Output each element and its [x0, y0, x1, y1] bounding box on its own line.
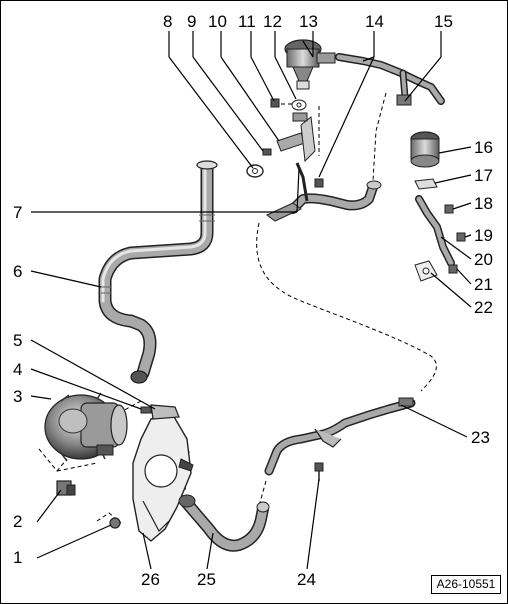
gasket-8 [246, 164, 264, 178]
dashed-connection-lines [38, 92, 437, 524]
bolt-4 [140, 406, 152, 414]
pipe-20 [415, 195, 455, 267]
bolt-19 [456, 232, 466, 242]
top-label-stubs [168, 31, 442, 57]
bracket-5 [150, 404, 180, 420]
callout-16: 16 [474, 138, 493, 157]
callout-6: 6 [13, 262, 22, 281]
callout-18: 18 [474, 194, 493, 213]
callout-14: 14 [365, 12, 384, 31]
combination-valve-13 [284, 39, 336, 90]
vacuum-hose-15 [335, 53, 445, 106]
bolt-9 [262, 148, 272, 156]
callout-13: 13 [299, 12, 318, 31]
valve-bracket-10 [276, 116, 316, 163]
callout-12: 12 [263, 12, 282, 31]
nut-1 [109, 517, 121, 529]
callout-11: 11 [238, 12, 256, 31]
leader-lines [30, 40, 472, 570]
callout-25: 25 [197, 570, 216, 589]
gasket-12 [291, 99, 308, 122]
callout-22: 22 [474, 298, 493, 317]
bolt-21 [448, 264, 458, 274]
callout-23: 23 [471, 428, 490, 447]
rubber-mount-2 [56, 480, 76, 496]
air-pipe-14 [266, 178, 382, 222]
callout-10: 10 [208, 12, 227, 31]
bolt-24 [314, 462, 324, 481]
callout-19: 19 [474, 226, 493, 245]
bolt-18 [444, 204, 454, 214]
gasket-17 [414, 178, 438, 190]
callout-3: 3 [13, 387, 22, 406]
callout-2: 2 [13, 512, 22, 531]
callout-20: 20 [474, 250, 493, 269]
reference-id-label: A26-10551 [431, 575, 501, 594]
callout-24: 24 [297, 570, 316, 589]
callout-5: 5 [13, 331, 22, 350]
callout-8: 8 [163, 12, 172, 31]
callout-1: 1 [13, 548, 22, 567]
air-pipe-23 [264, 397, 416, 476]
callout-4: 4 [13, 360, 22, 379]
callout-21: 21 [474, 275, 493, 294]
callout-numbers: 1 2 3 4 5 6 7 8 9 10 11 12 13 14 15 16 1… [13, 12, 493, 589]
callout-9: 9 [187, 12, 196, 31]
callout-15: 15 [434, 12, 453, 31]
bracket-26 [132, 414, 194, 542]
pipe-7 [295, 162, 309, 202]
air-pipe-6 [98, 160, 218, 384]
secondary-air-pump-3 [44, 392, 128, 462]
callout-26: 26 [141, 570, 160, 589]
callout-7: 7 [13, 203, 22, 222]
air-hose-25 [178, 494, 270, 552]
bolt-11 [270, 98, 280, 108]
callout-17: 17 [474, 166, 493, 185]
gasket-22 [414, 260, 438, 282]
valve-16 [410, 131, 440, 168]
